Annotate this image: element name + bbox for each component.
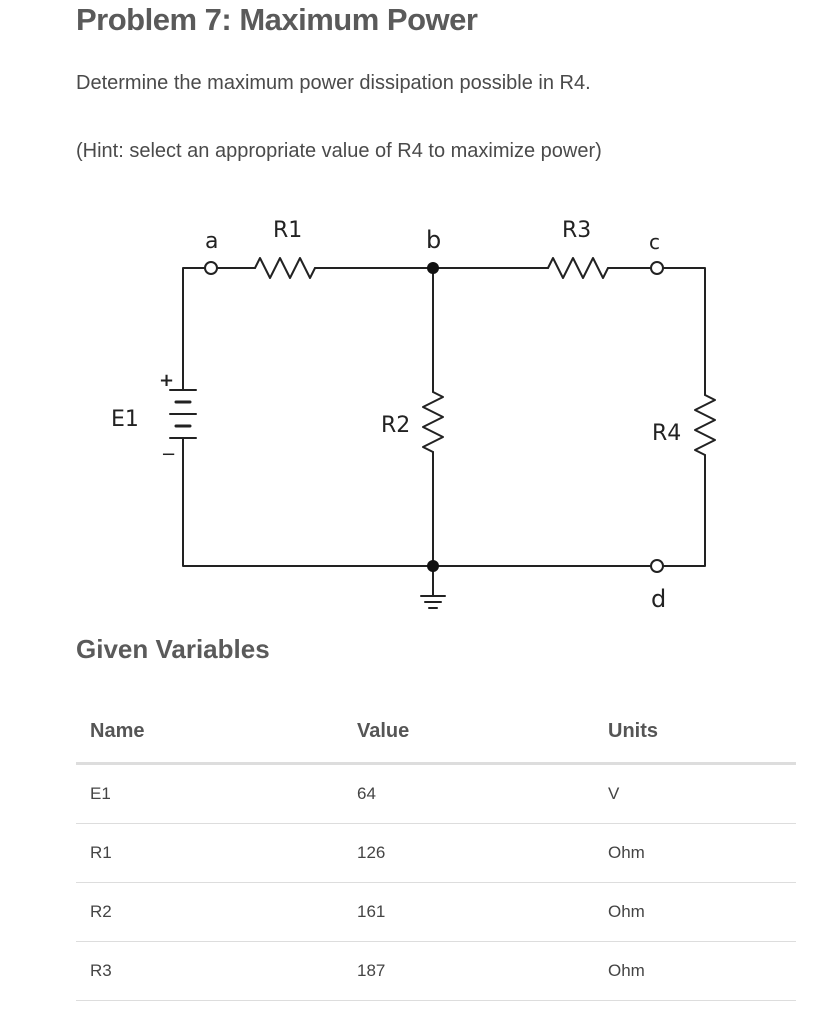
table-row: R1 126 Ohm	[76, 823, 796, 883]
terminal-c	[650, 261, 664, 275]
junction-ground	[427, 560, 439, 572]
junction-b	[427, 262, 439, 274]
resistor-r1	[254, 257, 316, 279]
cell-name: E1	[76, 763, 343, 824]
wire-r4-d	[662, 454, 706, 567]
label-r3: R3	[562, 218, 591, 243]
terminal-d	[650, 559, 664, 573]
page-title: Problem 7: Maximum Power	[76, 2, 478, 37]
cell-units: Ohm	[594, 882, 796, 942]
cell-value: 161	[343, 882, 594, 942]
label-node-a: a	[205, 229, 218, 254]
cell-value: 126	[343, 823, 594, 883]
label-node-b: b	[426, 226, 441, 254]
table-header-row: Name Value Units	[76, 700, 796, 765]
ground-icon	[420, 595, 446, 609]
cell-value: 64	[343, 763, 594, 824]
cell-name: R3	[76, 941, 343, 1001]
wire-c-r4	[662, 267, 706, 396]
cell-units: Ohm	[594, 823, 796, 883]
cell-name: R2	[76, 882, 343, 942]
cell-value: 187	[343, 941, 594, 1001]
label-r1: R1	[273, 218, 302, 243]
label-plus: +	[159, 370, 174, 391]
cell-units: V	[594, 763, 796, 824]
variables-table: Name Value Units E1 64 V R1 126 Ohm R2 1…	[76, 700, 796, 1001]
problem-hint: (Hint: select an appropriate value of R4…	[76, 140, 602, 162]
table-row: R3 187 Ohm	[76, 941, 796, 1001]
label-e1: E1	[111, 407, 139, 432]
battery-e1	[169, 389, 197, 446]
label-r2: R2	[381, 413, 410, 438]
resistor-r4	[694, 394, 716, 456]
wire-left-top	[182, 267, 206, 391]
wire-d-bottom	[182, 444, 651, 567]
resistor-r2	[422, 391, 444, 453]
given-variables-title: Given Variables	[76, 634, 270, 664]
terminal-a	[204, 261, 218, 275]
circuit-diagram: a R1 b R3 c + E1 − R2 R4 d	[111, 218, 716, 613]
label-node-c: c	[649, 230, 660, 254]
resistor-r3	[547, 257, 609, 279]
header-units: Units	[594, 700, 796, 765]
cell-name: R1	[76, 823, 343, 883]
header-name: Name	[76, 700, 343, 765]
table-row: E1 64 V	[76, 763, 796, 824]
problem-statement: Determine the maximum power dissipation …	[76, 72, 591, 94]
table-row: R2 161 Ohm	[76, 882, 796, 942]
label-node-d: d	[651, 585, 666, 613]
label-r4: R4	[652, 421, 681, 446]
label-minus: −	[161, 444, 176, 465]
header-value: Value	[343, 700, 594, 765]
cell-units: Ohm	[594, 941, 796, 1001]
